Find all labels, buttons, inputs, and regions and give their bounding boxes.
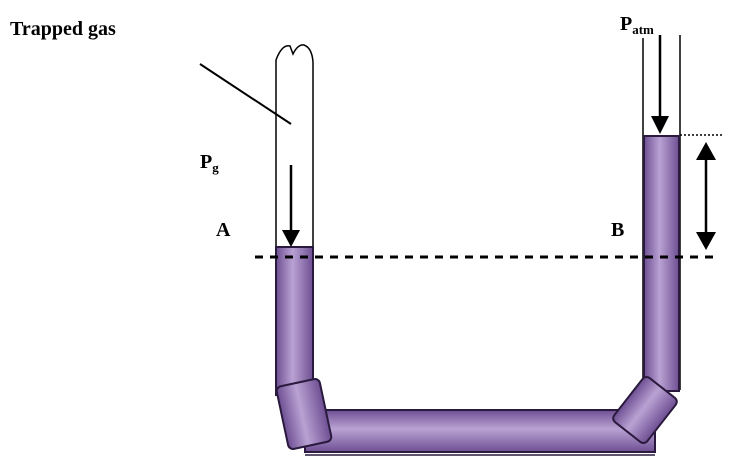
point-b-label: B	[611, 219, 624, 241]
right-corner-joint	[612, 376, 678, 444]
height-arrow-head-down	[696, 232, 716, 250]
pg-arrow-head	[282, 230, 300, 247]
patm-arrow-head	[651, 116, 669, 134]
p-atm-label: Patm	[620, 13, 654, 37]
p-gas-label: Pg	[200, 151, 219, 175]
trapped-gas-label: Trapped gas	[10, 18, 116, 40]
right-fluid-column	[643, 135, 680, 392]
left-fluid-column	[275, 246, 314, 396]
trapped-gas-leader	[199, 63, 292, 125]
left-glass-tube	[275, 44, 314, 250]
point-a-label: A	[216, 219, 231, 241]
bottom-fluid-segment	[304, 409, 656, 453]
height-arrow-head-up	[696, 142, 716, 160]
left-corner-joint	[275, 378, 333, 450]
